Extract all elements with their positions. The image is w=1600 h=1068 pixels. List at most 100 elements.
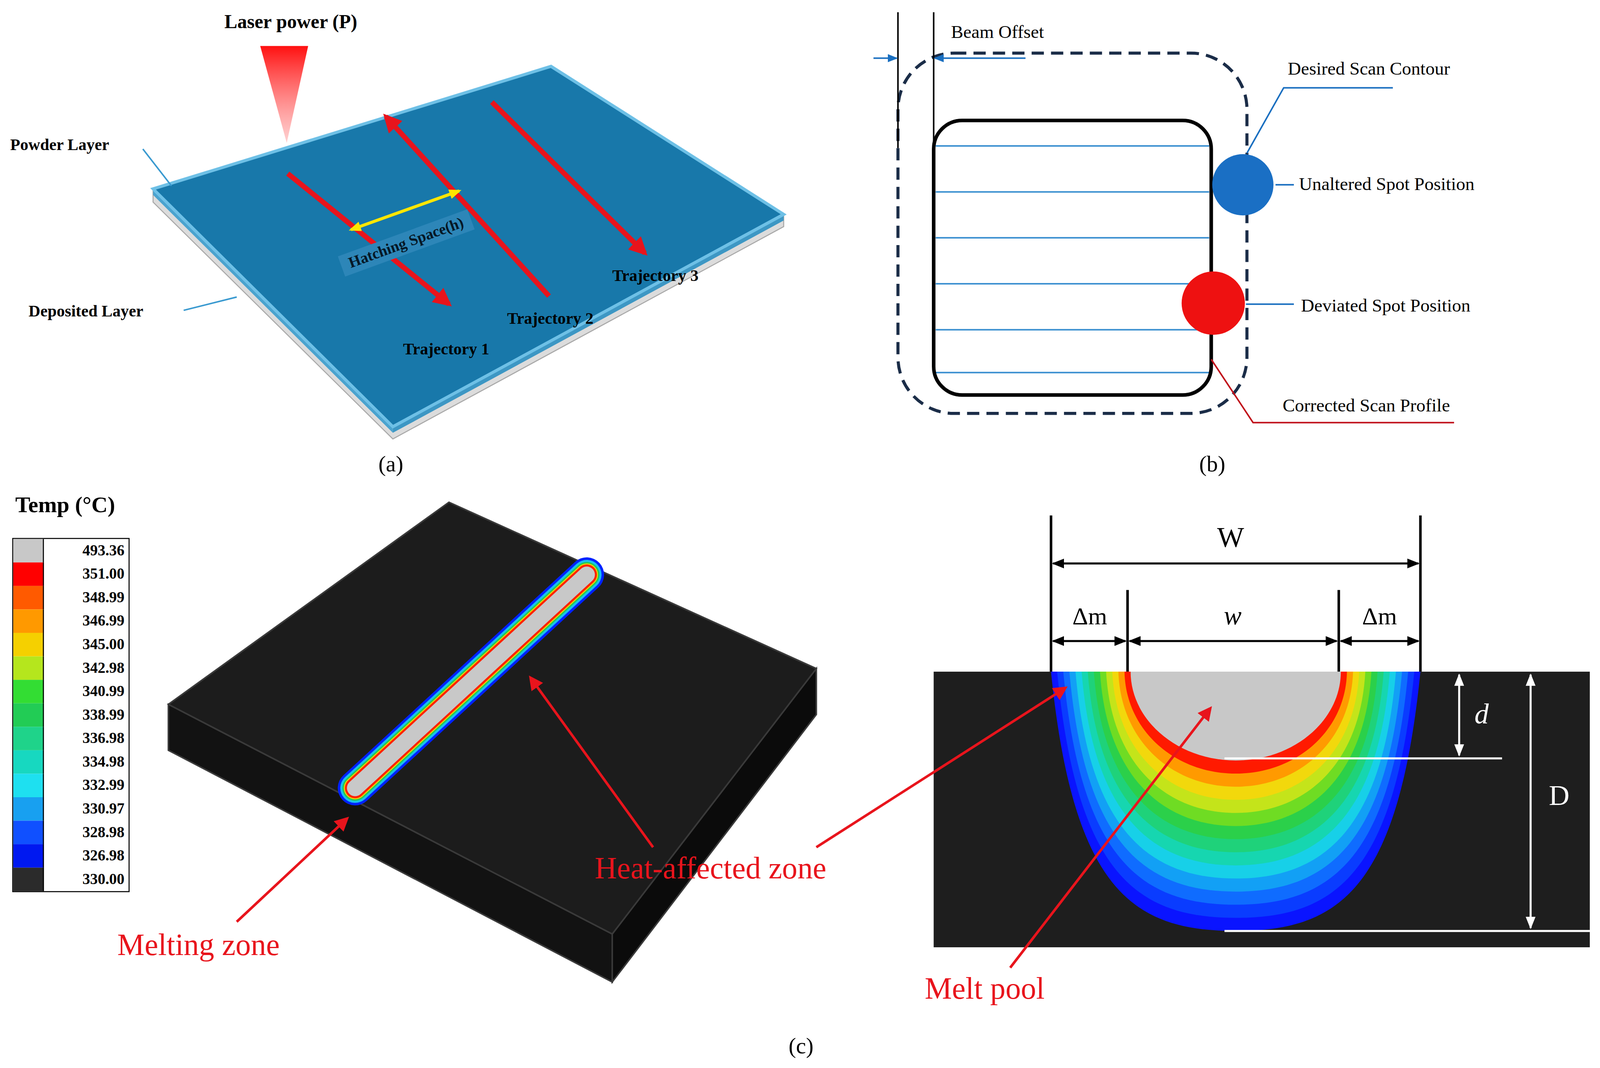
label: Trajectory 2 xyxy=(507,309,594,328)
legend-swatch xyxy=(13,726,45,751)
dimension-arrow xyxy=(1052,562,1419,565)
label: Powder Layer xyxy=(10,135,110,154)
depth-lines xyxy=(1224,674,1590,931)
hatch-line xyxy=(935,371,1210,374)
temperature-layer xyxy=(1112,671,1360,800)
label: w xyxy=(1223,601,1242,632)
temperature-layers xyxy=(1050,671,1421,931)
legend-row: 326.98 xyxy=(13,843,129,868)
legend-row: 330.00 xyxy=(13,867,129,892)
hatch-line xyxy=(935,236,1210,239)
hatch-line xyxy=(935,282,1210,285)
legend-swatch xyxy=(13,773,45,797)
legend-text: 334.98 xyxy=(44,752,129,771)
substrate-block xyxy=(168,502,817,982)
label: Unaltered Spot Position xyxy=(1299,174,1475,195)
callout-arrow xyxy=(236,818,347,922)
callout-arrow xyxy=(530,677,654,848)
label: Heat-affected zone xyxy=(594,850,827,885)
desired-contour xyxy=(898,52,1247,414)
label: Trajectory 3 xyxy=(612,266,699,285)
legend-text: 345.00 xyxy=(44,635,129,654)
label: Melt pool xyxy=(924,971,1045,1005)
label: (b) xyxy=(1199,452,1226,477)
label: Δm xyxy=(1072,602,1108,630)
powder-layer xyxy=(152,66,784,427)
legend-swatch xyxy=(13,632,45,657)
offset-arrow xyxy=(934,57,1026,60)
temperature-layer xyxy=(1087,671,1384,852)
dimension-lines xyxy=(1050,515,1421,672)
legend-text: 332.99 xyxy=(44,776,129,795)
callout-arrows xyxy=(236,677,1211,968)
temperature-layer xyxy=(1093,671,1378,839)
hatch-lines xyxy=(935,145,1210,373)
leader-line xyxy=(1246,87,1393,153)
color-legend: 493.36351.00348.99346.99345.00342.98340.… xyxy=(12,537,130,892)
offset-line xyxy=(933,12,935,148)
legend-text: 336.98 xyxy=(44,729,129,748)
label: Melting zone xyxy=(117,926,280,961)
legend-swatch xyxy=(13,679,45,704)
legend-swatch xyxy=(13,796,45,821)
temperature-layer xyxy=(1063,671,1408,905)
legend-swatch xyxy=(13,609,45,633)
corrected-contour xyxy=(933,120,1212,395)
label: Beam Offset xyxy=(951,22,1044,43)
offset-arrow xyxy=(873,57,898,60)
label: Corrected Scan Profile xyxy=(1282,395,1450,417)
legend-swatch xyxy=(13,585,45,610)
label: W xyxy=(1217,522,1245,554)
leader-line xyxy=(1211,359,1455,423)
extension-line xyxy=(1126,589,1129,672)
temperature-layer xyxy=(1050,671,1421,931)
dimension-arrow xyxy=(1529,674,1532,928)
leader-line xyxy=(1275,183,1294,186)
legend-text: 338.99 xyxy=(44,706,129,724)
extension-line xyxy=(1224,929,1590,932)
extension-line xyxy=(1419,515,1422,672)
scan-trajectory xyxy=(385,116,550,296)
temperature-layer xyxy=(1081,671,1390,866)
legend-swatch xyxy=(13,820,45,845)
temperature-layer xyxy=(1130,671,1342,761)
label: Temp (°C) xyxy=(15,492,116,518)
legend-row: 342.98 xyxy=(13,656,129,680)
legend-swatch xyxy=(13,867,45,892)
extension-line xyxy=(1337,589,1340,672)
extension-line xyxy=(1224,756,1503,760)
track-band xyxy=(355,574,587,788)
dimension-arrow xyxy=(1129,639,1337,642)
laser-beam xyxy=(260,46,309,144)
legend-row: 332.99 xyxy=(13,773,129,797)
leader-line xyxy=(142,148,172,186)
label: Deposited Layer xyxy=(28,302,144,320)
legend-text: 340.99 xyxy=(44,682,129,701)
extension-line xyxy=(1049,515,1053,672)
label: D xyxy=(1549,780,1570,812)
dimension-arrow xyxy=(1340,639,1419,642)
hatch-line xyxy=(935,145,1210,147)
label: Desired Scan Contour xyxy=(1287,59,1450,80)
dimension-arrow xyxy=(1458,674,1461,756)
label: (a) xyxy=(378,452,404,477)
offset-line xyxy=(897,12,899,148)
cross-section xyxy=(933,515,1590,947)
legend-swatch xyxy=(13,750,45,774)
label: d xyxy=(1474,698,1489,731)
leader-line xyxy=(1245,303,1294,305)
legend-row: 493.36 xyxy=(13,538,129,563)
legend-row: 340.99 xyxy=(13,679,129,704)
melt-track xyxy=(355,574,587,788)
powder-bed xyxy=(142,46,784,440)
legend-row: 328.98 xyxy=(13,820,129,845)
legend-text: 351.00 xyxy=(44,565,129,583)
temperature-layer xyxy=(1099,671,1372,826)
dimension-arrows xyxy=(1052,563,1419,641)
legend-row: 351.00 xyxy=(13,562,129,586)
scan-contour xyxy=(873,12,1455,423)
legend-row: 336.98 xyxy=(13,726,129,751)
legend-row: 345.00 xyxy=(13,632,129,657)
